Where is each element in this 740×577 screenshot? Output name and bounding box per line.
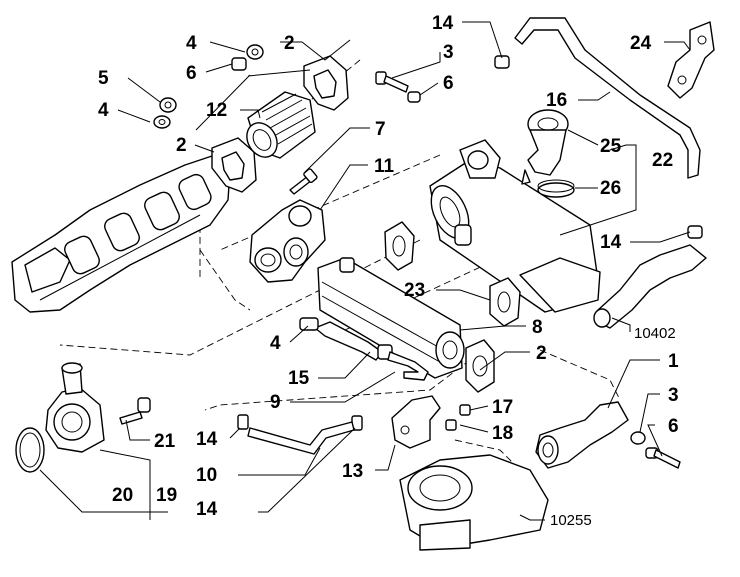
callout-14-left: 14 <box>196 429 218 450</box>
bracket-24 <box>667 21 715 99</box>
callout-23: 23 <box>404 280 425 301</box>
callout-4-mid: 4 <box>270 333 281 354</box>
callout-14-right: 14 <box>600 232 622 253</box>
callout-6-right: 6 <box>668 416 679 437</box>
callout-2-top: 2 <box>284 33 295 54</box>
callout-26: 26 <box>600 178 621 199</box>
egr-actuator <box>521 109 569 185</box>
callout-4-left: 4 <box>98 100 109 121</box>
callout-25: 25 <box>600 136 622 157</box>
bolt-7 <box>289 168 318 195</box>
callout-9: 9 <box>270 392 281 413</box>
hose-10 <box>247 421 355 455</box>
callout-16: 16 <box>546 90 567 111</box>
exhaust-manifold <box>11 154 231 313</box>
gasket-upper <box>303 55 349 111</box>
callout-21: 21 <box>154 431 176 452</box>
callout-2-mid: 2 <box>536 343 547 364</box>
leader-lines <box>39 21 691 521</box>
coolant-pipe-16 <box>514 17 701 179</box>
hose-clamp-26 <box>537 179 575 198</box>
reference-10402: 10402 <box>634 325 676 342</box>
callout-14-top: 14 <box>432 13 454 34</box>
nut-washer-set <box>153 44 264 129</box>
thermostat-housing <box>45 362 105 453</box>
callout-2-left: 2 <box>176 135 187 156</box>
reference-10255: 10255 <box>550 512 592 529</box>
bolt-21 <box>119 397 151 425</box>
egr-cooler <box>317 257 465 379</box>
callout-labels: 14 3 6 24 16 25 22 26 14 4 2 6 5 4 12 2 … <box>98 13 679 529</box>
pipe-1 <box>535 401 629 469</box>
callout-5: 5 <box>98 68 109 89</box>
callout-1: 1 <box>668 351 679 372</box>
gasket-8 <box>489 277 521 327</box>
coolant-pipe-10402 <box>593 244 707 329</box>
callout-18: 18 <box>492 423 513 444</box>
o-ring-20 <box>15 427 45 473</box>
callout-20: 20 <box>112 485 133 506</box>
callout-14-bottom: 14 <box>196 499 218 520</box>
egr-flange-adapter <box>249 199 326 283</box>
callout-15: 15 <box>288 368 310 389</box>
gasket-cooler <box>465 339 495 393</box>
callout-10: 10 <box>196 465 217 486</box>
callout-24: 24 <box>630 33 652 54</box>
gasket-23 <box>384 221 415 271</box>
callout-11: 11 <box>374 156 395 177</box>
hose-clamps <box>237 55 703 431</box>
flexible-pipe <box>246 91 316 159</box>
bolt-3-upper <box>375 71 421 103</box>
callout-13: 13 <box>342 461 363 482</box>
gasket-lower <box>211 137 257 193</box>
egr-valve-body <box>429 139 601 313</box>
callout-6-top: 6 <box>443 73 454 94</box>
callout-12: 12 <box>206 100 227 121</box>
callout-22: 22 <box>652 150 673 171</box>
callout-6-left: 6 <box>186 63 197 84</box>
callout-7: 7 <box>375 119 386 140</box>
intake-throttle-body <box>399 454 549 551</box>
callout-4-top: 4 <box>186 33 197 54</box>
callout-17: 17 <box>492 397 513 418</box>
bracket-13 <box>391 395 471 449</box>
pipe-9 <box>387 351 429 381</box>
callout-3-right: 3 <box>668 385 679 406</box>
callout-3-top: 3 <box>443 42 454 63</box>
callout-8: 8 <box>532 317 543 338</box>
bolt-3-right <box>630 431 681 469</box>
callout-19: 19 <box>156 485 177 506</box>
